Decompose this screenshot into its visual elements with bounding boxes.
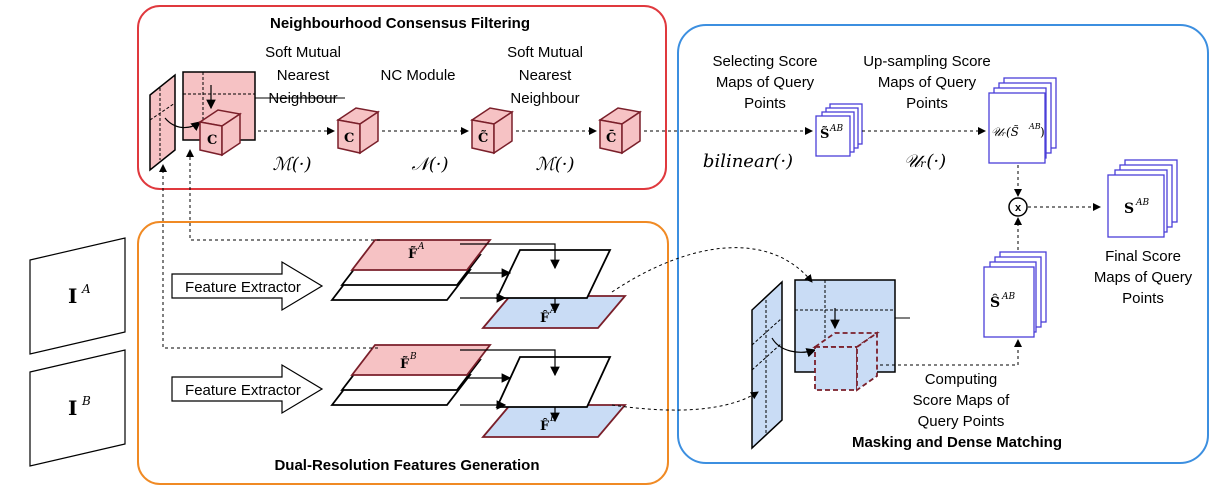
multiply-label: x [1015, 202, 1022, 214]
u-s-tilde-stack [988, 77, 1057, 164]
feature-hat-b [481, 356, 627, 438]
s-final-stack [1107, 159, 1178, 238]
f-hat-b: F̂ [540, 418, 550, 434]
extractor-arrow-a: Feature Extractor [171, 260, 324, 312]
cube-c4-label: C̄ [606, 129, 616, 146]
u-s-tilde-label: 𝒰ᵣ(S̃ [991, 124, 1019, 139]
svg-text:Neighbour: Neighbour [510, 90, 579, 107]
cube-c3: C̃ [470, 107, 514, 155]
correlation-volume [149, 71, 345, 172]
op-n: 𝒩(·) [411, 154, 448, 175]
dense-volume [751, 279, 910, 450]
arrow-hat-b-to-dense [611, 391, 759, 411]
svg-text:Selecting Score: Selecting Score [712, 53, 817, 70]
svg-text:Score Maps of: Score Maps of [913, 392, 1011, 409]
f-hat-b-sup: B [549, 414, 557, 424]
u-s-tilde-sup: AB [1028, 122, 1041, 131]
extractor-arrow-b: Feature Extractor [171, 363, 324, 415]
smnn-label-1: Soft Mutual Nearest Neighbour [265, 44, 341, 107]
arrow-fa-to-hat [460, 243, 560, 270]
s-final-sup: AB [1135, 198, 1149, 208]
smnn-label-2: Soft Mutual Nearest Neighbour [507, 44, 583, 107]
svg-text:Maps of Query: Maps of Query [878, 74, 977, 91]
svg-text:Maps of Query: Maps of Query [1094, 269, 1193, 286]
f-tilde-a-sup: A [417, 242, 425, 252]
nc-title: Neighbourhood Consensus Filtering [270, 15, 530, 32]
op-bilinear: bilinear(·) [703, 151, 793, 172]
f-tilde-b: F̃ [400, 356, 410, 372]
svg-text:Points: Points [744, 95, 786, 112]
s-tilde-stack [815, 103, 863, 157]
f-hat-a: F̂ [540, 310, 550, 326]
svg-text:Final Score: Final Score [1105, 248, 1181, 265]
svg-text:Soft Mutual: Soft Mutual [265, 44, 341, 61]
op-upsample: 𝒰ᵣ(·) [904, 151, 946, 172]
arrow-dense-to-hat [880, 339, 1022, 366]
select-label: Selecting Score Maps of Query Points [712, 53, 817, 112]
s-hat-label: Ŝ [990, 293, 1000, 311]
feature-stack-b [330, 344, 492, 406]
arrow-fb-to-nc [159, 164, 378, 349]
extractor-a-label: Feature Extractor [185, 279, 301, 296]
drf-panel [137, 221, 669, 485]
cube-c1-label: C [207, 133, 217, 148]
svg-text:Query Points: Query Points [918, 413, 1005, 430]
feature-stack-a [330, 239, 492, 301]
mdm-panel [677, 24, 1209, 464]
svg-text:Points: Points [1122, 290, 1164, 307]
svg-text:Up-sampling Score: Up-sampling Score [863, 53, 991, 70]
svg-text:Nearest: Nearest [277, 67, 330, 84]
feature-hat-a [481, 249, 627, 329]
f-tilde-a: F̃ [408, 246, 418, 262]
nc-module-label: NC Module [380, 67, 455, 84]
u-s-tilde-close: ) [1040, 125, 1045, 139]
cube-c3-label: C̃ [478, 130, 488, 146]
svg-text:Soft Mutual: Soft Mutual [507, 44, 583, 61]
svg-text:Computing: Computing [925, 371, 998, 388]
svg-text:Nearest: Nearest [519, 67, 572, 84]
img-a-sup: A [81, 282, 91, 296]
cube-c1: C [198, 109, 242, 157]
final-label: Final Score Maps of Query Points [1094, 248, 1193, 307]
f-hat-a-sup: A [549, 306, 557, 316]
img-a-label: I [68, 284, 77, 308]
mdm-title: Masking and Dense Matching [852, 434, 1062, 451]
cube-c2-label: C [344, 131, 354, 146]
drf-title: Dual-Resolution Features Generation [274, 457, 539, 474]
img-b-sup: B [81, 394, 91, 408]
arrow-fb-to-hat [460, 349, 560, 377]
cube-c2: C [336, 107, 380, 155]
input-image-a: I A [29, 237, 126, 355]
upsample-label: Up-sampling Score Maps of Query Points [863, 53, 991, 112]
svg-text:Maps of Query: Maps of Query [716, 74, 815, 91]
s-final-label: S [1124, 201, 1134, 217]
op-m2: ℳ(·) [535, 154, 574, 175]
s-hat-sup: AB [1001, 292, 1015, 302]
nc-panel [137, 5, 667, 190]
op-m1: ℳ(·) [272, 154, 311, 175]
s-tilde-label: S̃ [820, 126, 829, 142]
svg-text:Neighbour: Neighbour [268, 90, 337, 107]
img-b-label: I [68, 396, 77, 420]
compute-label: Computing Score Maps of Query Points [913, 371, 1011, 430]
cube-c4: C̄ [598, 107, 642, 155]
extractor-b-label: Feature Extractor [185, 382, 301, 399]
f-tilde-b-sup: B [409, 352, 417, 362]
input-image-b: I B [29, 349, 126, 467]
s-hat-stack [983, 251, 1047, 338]
multiply-node [1008, 197, 1028, 217]
svg-text:Points: Points [906, 95, 948, 112]
s-tilde-sup: AB [829, 124, 843, 134]
